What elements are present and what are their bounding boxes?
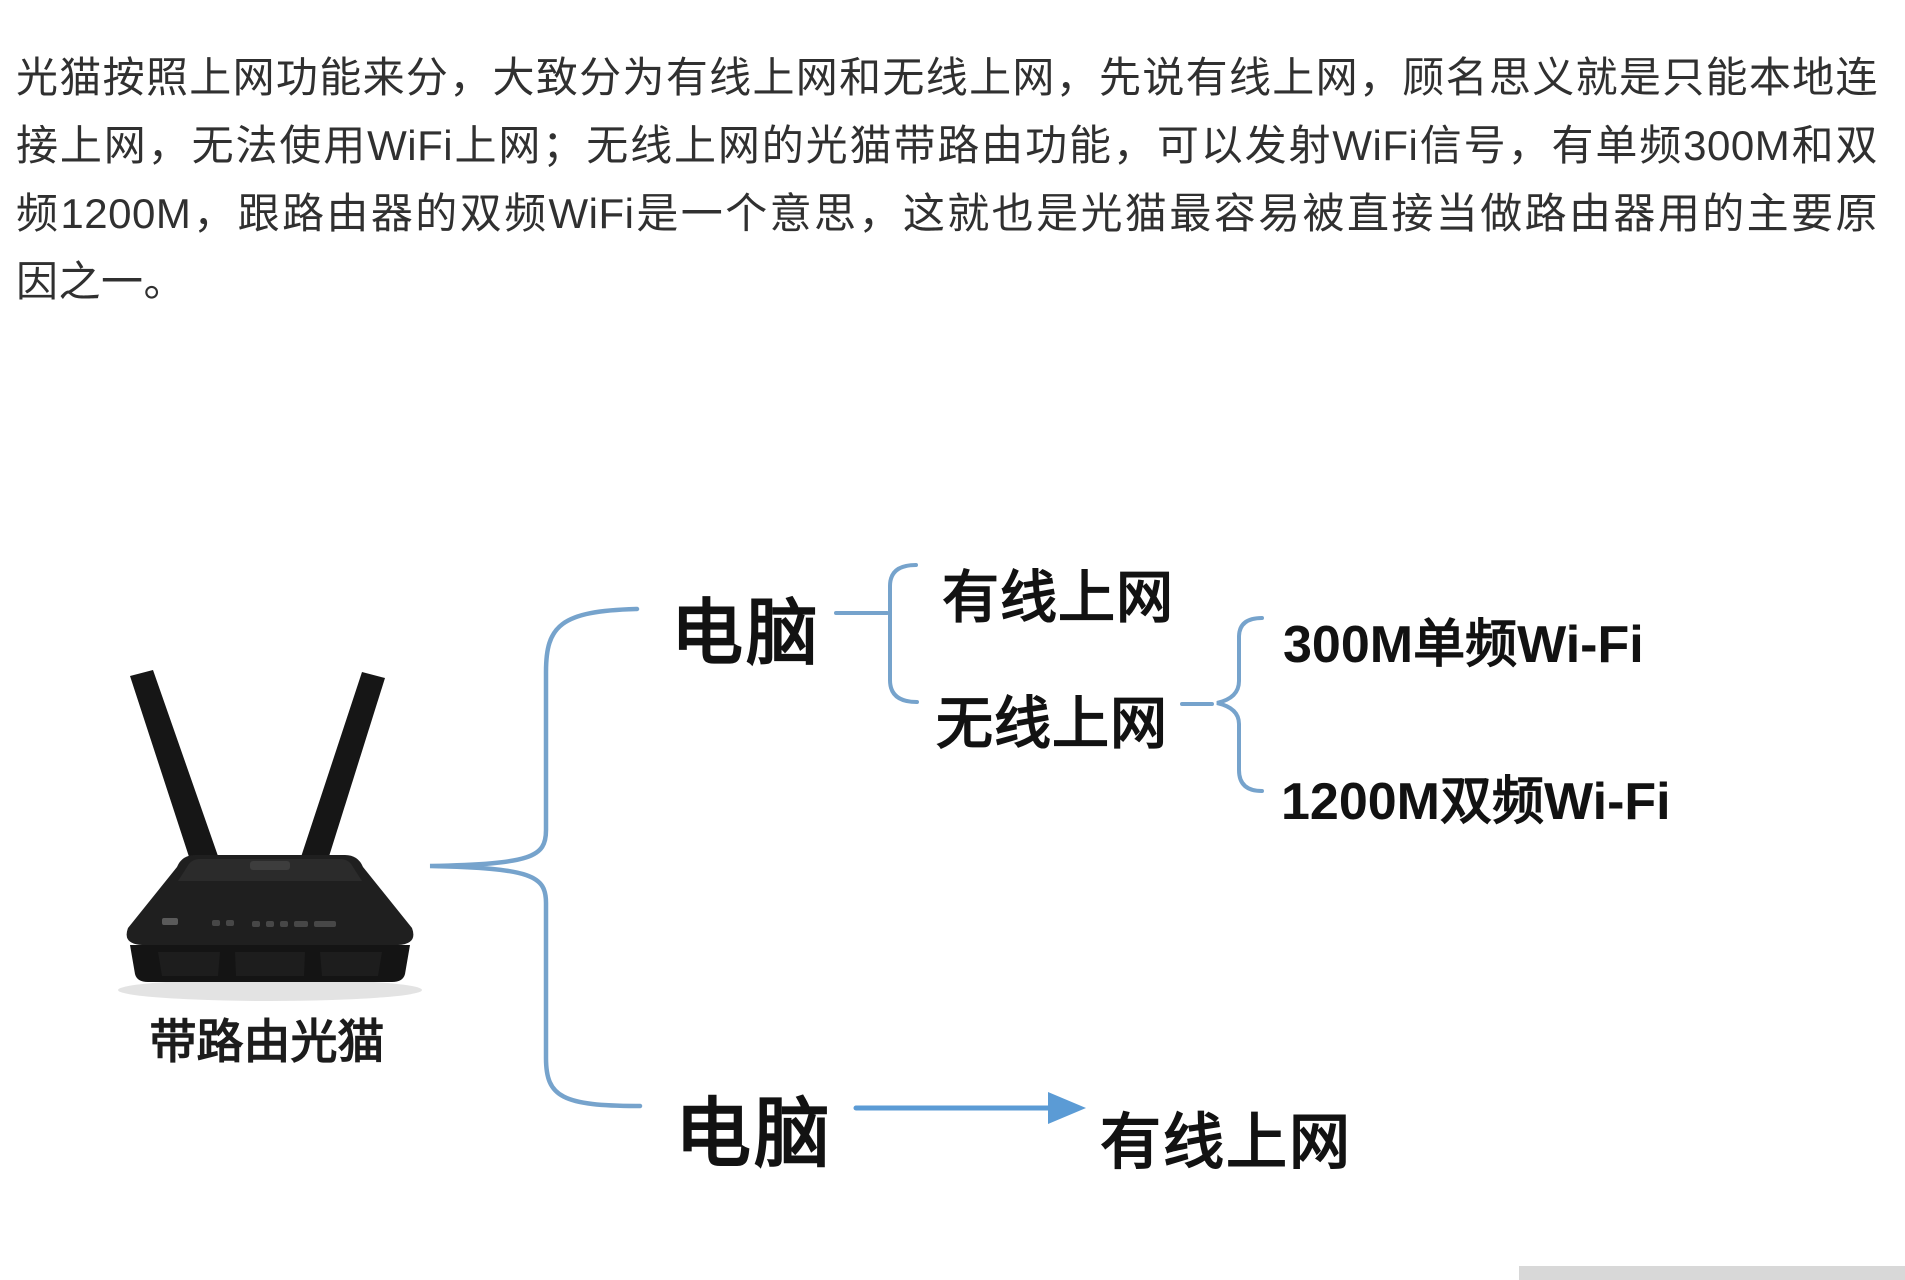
arrow-head-icon <box>1048 1092 1086 1124</box>
router-image <box>100 660 440 1010</box>
article-line-2: 接上网，无法使用WiFi上网；无线上网的光猫带路由功能，可以发射WiFi信号，有… <box>16 122 1878 169</box>
node-computer-top: 电脑 <box>671 594 822 674</box>
article-line-4: 因之一。 <box>16 258 187 305</box>
node-wireless-internet: 无线上网 <box>936 692 1168 756</box>
article-line-1: 光猫按照上网功能来分，大致分为有线上网和无线上网，先说有线上网，顾名思义就是只能… <box>16 54 1878 101</box>
node-computer-bottom: 电脑 <box>675 1092 833 1177</box>
router-brace <box>429 606 643 1109</box>
node-wired-internet: 有线上网 <box>942 566 1174 630</box>
node-wired-internet-bottom: 有线上网 <box>1100 1108 1353 1176</box>
node-wifi-300m-single-band: 300M单频Wi-Fi <box>1283 616 1644 674</box>
computer-children-bracket <box>834 563 919 704</box>
wireless-children-brace <box>1180 616 1264 793</box>
page-bottom-strip <box>1519 1266 1905 1280</box>
router-label: 带路由光猫 <box>149 1015 385 1068</box>
node-wifi-1200m-dual-band: 1200M双频Wi-Fi <box>1281 773 1671 831</box>
article-paragraph: 光猫按照上网功能来分，大致分为有线上网和无线上网，先说有线上网，顾名思义就是只能… <box>16 44 1878 316</box>
article-line-3: 频1200M，跟路由器的双频WiFi是一个意思，这就也是光猫最容易被直接当做路由… <box>16 190 1878 237</box>
